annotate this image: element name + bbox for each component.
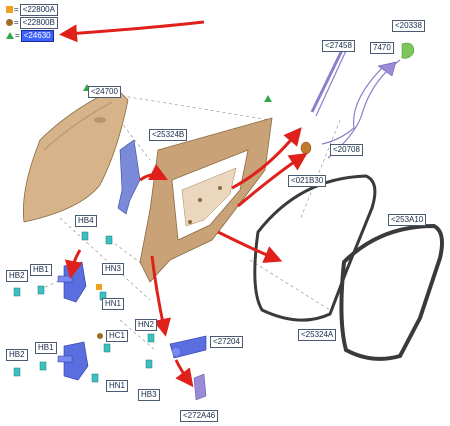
red-arrows — [59, 20, 308, 388]
window-bracket — [117, 139, 141, 215]
handle-cable-housing — [377, 61, 397, 77]
part-label-HB2-lower[interactable]: HB2 — [6, 349, 28, 361]
part-label-7470[interactable]: 7470 — [370, 42, 394, 54]
part-label-253A10[interactable]: <253A10 — [388, 214, 427, 226]
part-label-272A46[interactable]: <272A46 — [180, 410, 219, 422]
part-label-HB4[interactable]: HB4 — [75, 215, 97, 227]
part-label-25324B[interactable]: <25324B — [149, 129, 188, 141]
legend-item-square: =<22800A — [6, 4, 58, 16]
circle-icon — [6, 19, 13, 27]
legend-label: <22800A — [19, 4, 58, 16]
green-clip — [401, 42, 415, 59]
part-label-HB3[interactable]: HB3 — [138, 389, 160, 401]
part-label-20708[interactable]: <20708 — [330, 144, 363, 156]
door-check-strap — [169, 335, 207, 359]
lower-hinge — [57, 341, 89, 381]
legend-label: <22800B — [19, 17, 58, 29]
bolts — [13, 231, 155, 383]
part-label-25324A[interactable]: <25324A — [298, 329, 337, 341]
part-label-HN2[interactable]: HN2 — [135, 319, 158, 331]
square-icon — [6, 6, 13, 14]
part-label-HB1-lower[interactable]: HB1 — [35, 342, 57, 354]
part-label-HB1-upper[interactable]: HB1 — [30, 264, 52, 276]
triangle-icon — [6, 32, 14, 40]
part-label-27204[interactable]: <27204 — [210, 336, 243, 348]
legend-item-triangle: =<24630 — [6, 30, 54, 42]
door-seal-20708 — [253, 174, 377, 322]
part-label-20338[interactable]: <20338 — [392, 20, 425, 32]
part-label-24700[interactable]: <24700 — [88, 86, 121, 98]
legend-item-circle: =<22800B — [6, 17, 58, 29]
part-label-021B30[interactable]: <021B30 — [288, 175, 327, 187]
bracket-272A46 — [193, 373, 207, 401]
inner-door-frame — [139, 117, 273, 283]
door-seal-253A10 — [339, 223, 444, 361]
outer-door-panel — [22, 87, 129, 223]
part-label-HC1[interactable]: HC1 — [106, 330, 129, 342]
part-label-HN1-lower[interactable]: HN1 — [106, 380, 129, 392]
part-label-27458[interactable]: <27458 — [322, 40, 355, 52]
part-label-HN1-upper[interactable]: HN1 — [102, 298, 125, 310]
grommet-021B30 — [300, 141, 312, 155]
part-label-HB2-upper[interactable]: HB2 — [6, 270, 28, 282]
lock-cables — [315, 41, 401, 159]
latch-rod — [310, 41, 348, 113]
legend-label-highlighted: <24630 — [20, 30, 54, 42]
part-label-HN3[interactable]: HN3 — [102, 263, 125, 275]
